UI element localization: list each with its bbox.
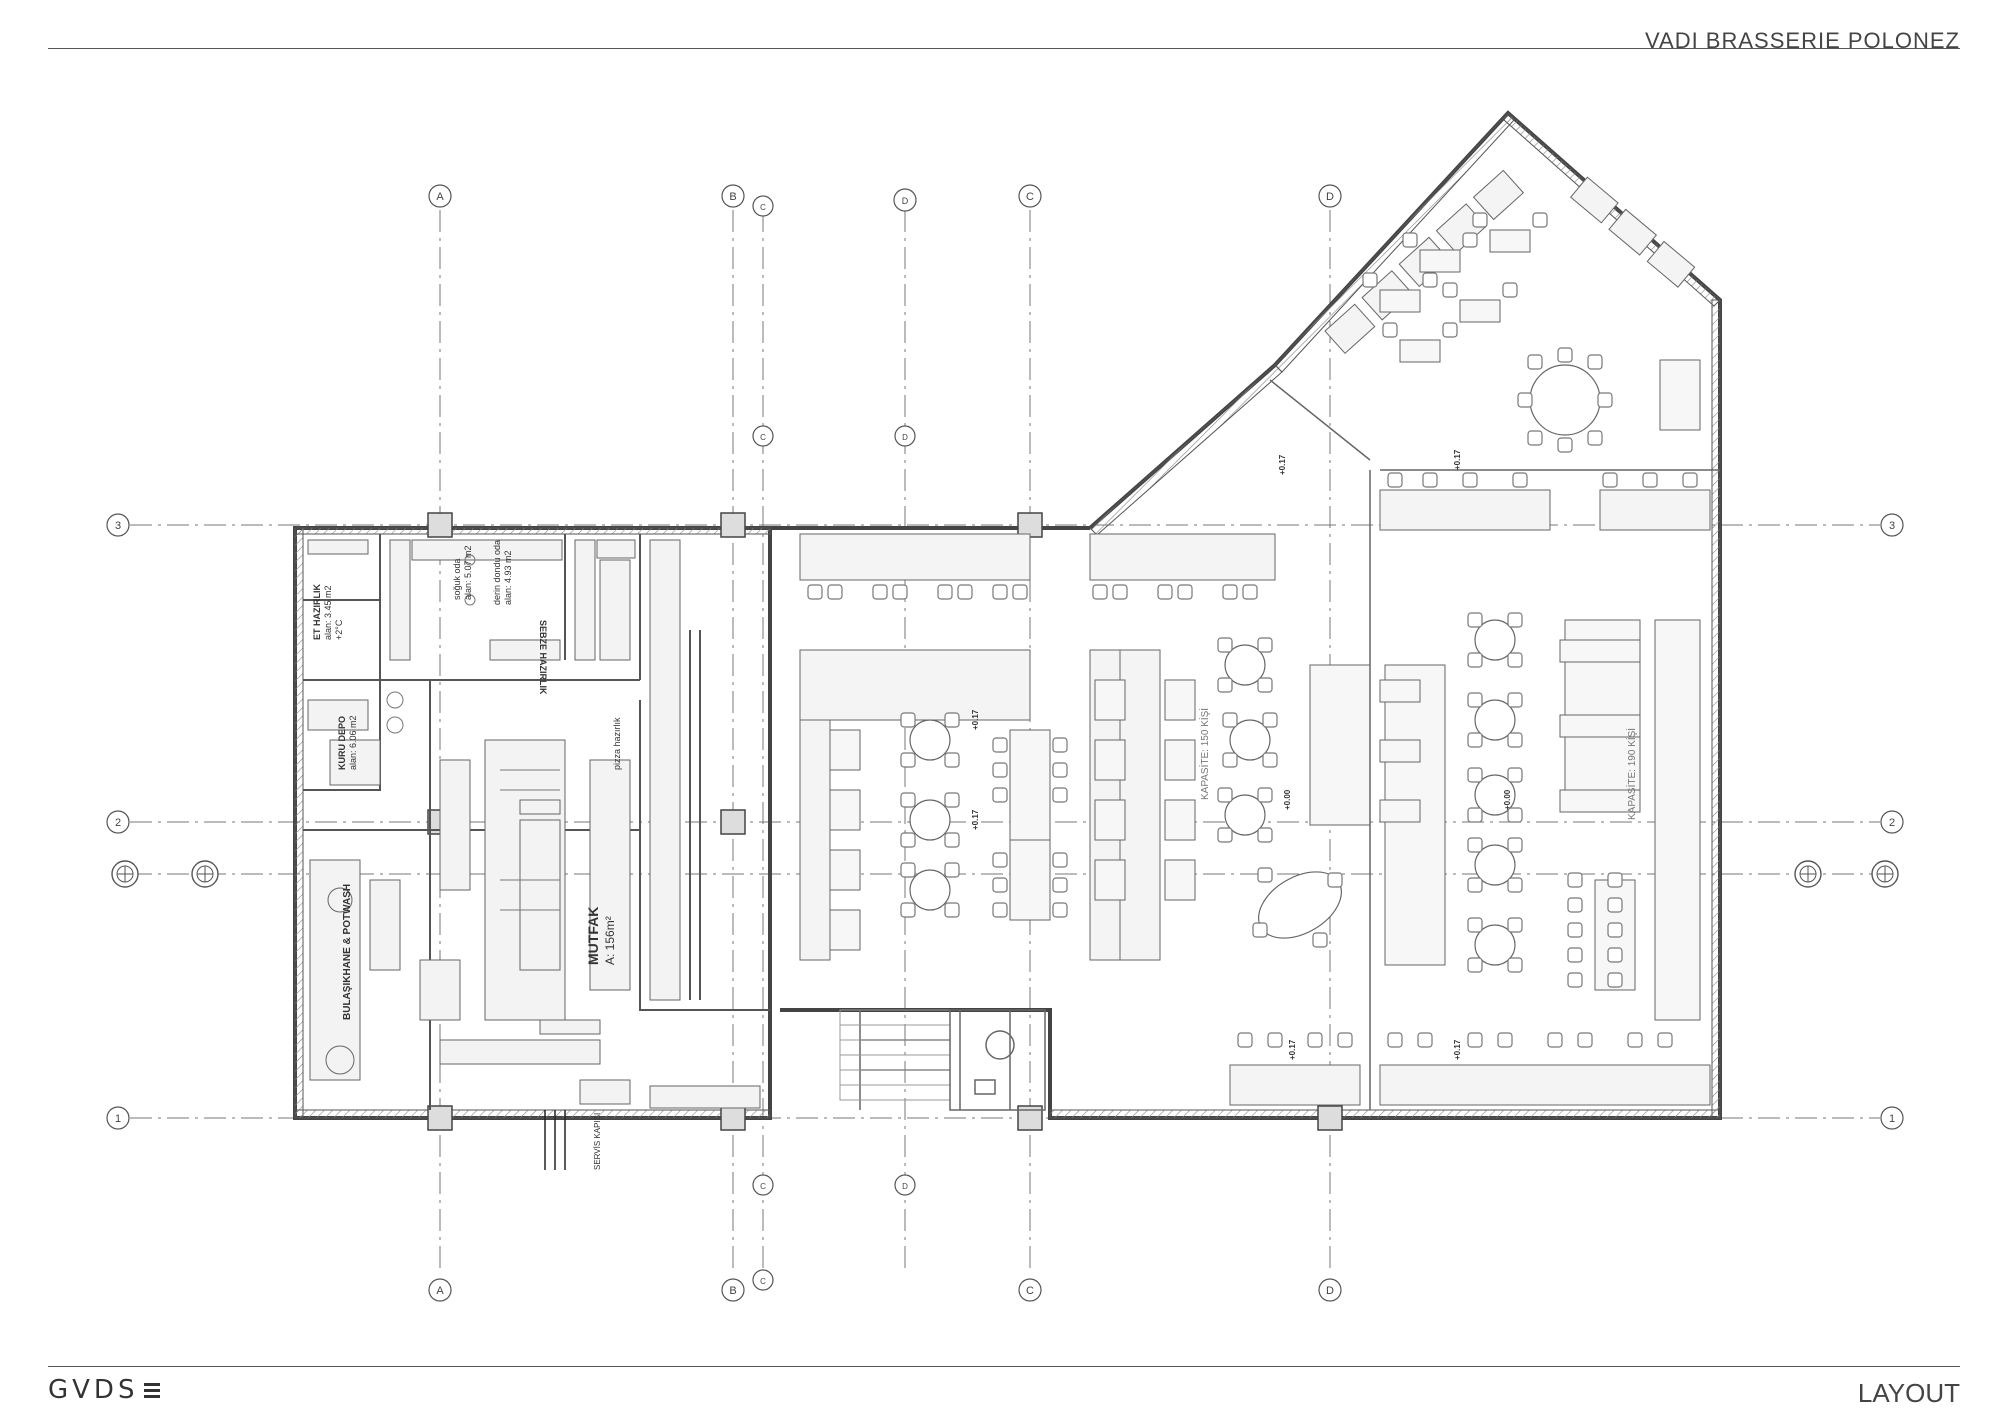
svg-text:+0.17: +0.17 xyxy=(1453,449,1462,470)
header-rule xyxy=(48,48,1960,49)
capacity-labels: KAPASİTE: 150 KİŞİ KAPASİTE: 190 KİŞİ xyxy=(1198,708,1638,820)
room-label-et-hazirlik: ET HAZIRLIK xyxy=(312,584,322,640)
svg-text:alan: 4.93 m2: alan: 4.93 m2 xyxy=(503,550,513,605)
room-label-soguk-oda: soğuk oda xyxy=(452,558,462,600)
grid-label-1: 1 xyxy=(115,1113,121,1125)
capacity-label-150: KAPASİTE: 150 KİŞİ xyxy=(1198,708,1211,800)
service-door-arrows xyxy=(544,1110,566,1170)
four-top-tables xyxy=(1379,639,1641,823)
svg-text:A: 156m²: A: 156m² xyxy=(603,916,617,965)
dining-chairs-rows xyxy=(807,584,1258,600)
svg-text:2: 2 xyxy=(1889,817,1895,829)
svg-text:D: D xyxy=(902,1182,908,1191)
svg-text:C: C xyxy=(760,203,766,212)
structural-columns xyxy=(427,512,1343,1131)
svg-text:+0.17: +0.17 xyxy=(1453,1039,1462,1060)
grid-label-a: A xyxy=(436,191,444,203)
stairs xyxy=(839,1009,951,1101)
banquettes-top xyxy=(799,533,1276,961)
grid-bubble-b-top xyxy=(721,184,745,208)
svg-text:D: D xyxy=(902,433,908,442)
kitchen-equipment xyxy=(307,539,761,1109)
capacity-label-190: KAPASİTE: 190 KİŞİ xyxy=(1625,728,1638,820)
svg-text:+0.17: +0.17 xyxy=(1278,454,1287,475)
svg-text:C: C xyxy=(1026,1285,1034,1297)
grid-label-3: 3 xyxy=(115,520,121,532)
section-marker-icon xyxy=(191,860,219,888)
booth-tables xyxy=(829,679,1196,951)
kitchen-labels: ET HAZIRLIK alan: 3.45 m2 +2°C soğuk oda… xyxy=(312,540,622,1170)
wedge-sofas xyxy=(1569,176,1696,288)
grid-label-2: 2 xyxy=(115,817,121,829)
section-marker-icon xyxy=(1871,860,1899,888)
svg-text:D: D xyxy=(1326,1285,1334,1297)
room-label-kuru-depo: KURU DEPO xyxy=(337,716,347,770)
grid-bubble-c1-top xyxy=(752,195,774,217)
room-label-pizza: pizza hazırlık xyxy=(612,717,622,770)
kitchen-partitions xyxy=(303,534,770,1110)
section-marker-icon xyxy=(1794,860,1822,888)
svg-text:+0.00: +0.00 xyxy=(1503,789,1512,810)
svg-text:1: 1 xyxy=(1889,1113,1895,1125)
grid-bubble-d-top xyxy=(1318,184,1342,208)
svg-text:+0.17: +0.17 xyxy=(1288,1039,1297,1060)
svg-text:D: D xyxy=(902,196,909,206)
level-markers: +0.17 +0.17 +0.17 +0.17 +0.00 +0.00 +0.1… xyxy=(971,449,1512,1060)
grid-label-c: C xyxy=(1026,191,1034,203)
logo-bars-icon xyxy=(144,1380,161,1401)
svg-text:+2°C: +2°C xyxy=(334,619,344,640)
footer-rule xyxy=(48,1366,1960,1367)
svg-text:+0.17: +0.17 xyxy=(971,709,980,730)
room-label-derin-dondu: derin dondu oda xyxy=(492,540,502,605)
restroom xyxy=(949,1009,1046,1111)
svg-text:+0.00: +0.00 xyxy=(1283,789,1292,810)
room-label-bulasikhane: BULAŞIKHANE & POTWASH xyxy=(342,884,353,1020)
room-label-sebze-hazirlik: SEBZE HAZIRLIK xyxy=(538,620,548,695)
grid-label-d: D xyxy=(1326,191,1334,203)
svg-text:alan: 5.07 m2: alan: 5.07 m2 xyxy=(463,545,473,600)
grid-bubble-c-top xyxy=(1018,184,1042,208)
grid-label-b: B xyxy=(729,191,736,203)
svg-text:alan: 3.45 m2: alan: 3.45 m2 xyxy=(323,585,333,640)
svg-text:3: 3 xyxy=(1889,520,1895,532)
svg-text:C: C xyxy=(760,1182,766,1191)
grid-bubble-labels: A B C D A B C D C D C D C D C 3 2 1 3 2 … xyxy=(115,191,1895,1297)
service-door-label: SERVİS KAPISI xyxy=(593,1113,602,1170)
svg-text:C: C xyxy=(760,1277,766,1286)
round-tables xyxy=(909,364,1601,966)
room-label-mutfak: MUTFAK xyxy=(585,907,601,965)
section-marker-icon xyxy=(111,860,139,888)
kitchen-fixtures xyxy=(386,554,560,911)
svg-text:alan: 6.06 m2: alan: 6.06 m2 xyxy=(348,715,358,770)
long-table-chairs xyxy=(992,737,1623,988)
banquettes-bottom xyxy=(1229,489,1711,1106)
svg-text:B: B xyxy=(729,1285,736,1297)
sheet-label: LAYOUT xyxy=(1857,1378,1960,1408)
svg-text:C: C xyxy=(760,433,766,442)
svg-text:+0.17: +0.17 xyxy=(971,809,980,830)
gvds-logo: GVDS xyxy=(48,1375,161,1405)
long-tables xyxy=(1009,619,1701,1021)
grid-bubble-a-top xyxy=(428,184,452,208)
grid-bubble-d1-top xyxy=(893,188,917,212)
wedge-tables xyxy=(1379,229,1701,431)
svg-text:A: A xyxy=(436,1285,444,1297)
grid-bubbles xyxy=(106,184,1904,1302)
